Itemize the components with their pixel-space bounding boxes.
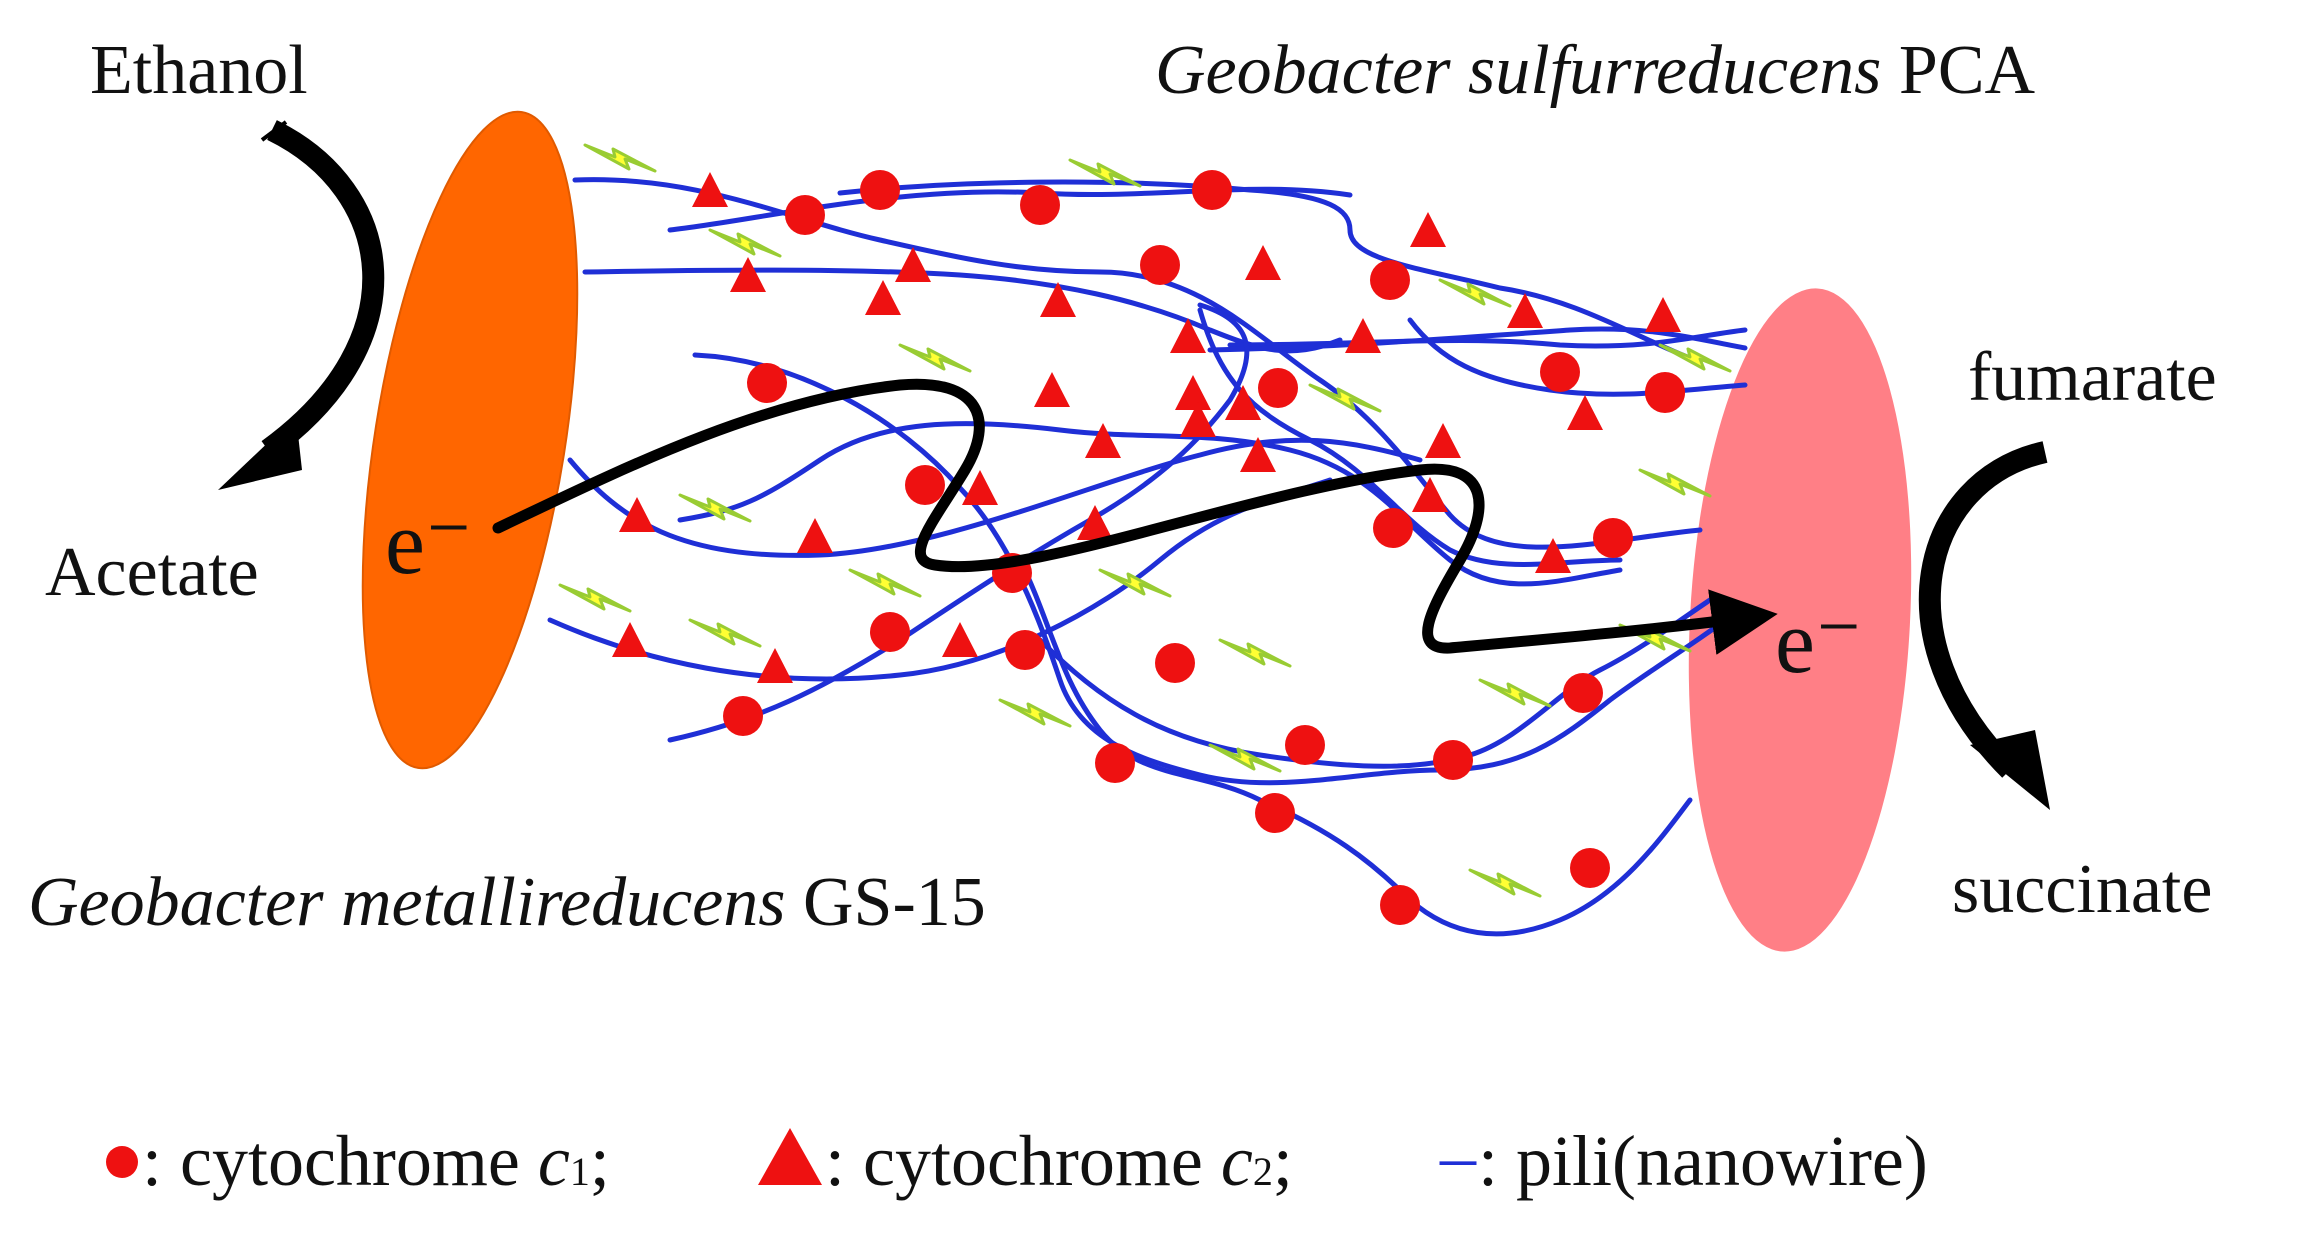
electron-label-donor: e⁻ [385, 494, 472, 593]
cytochrome-c2 [612, 622, 648, 657]
cytochrome-c2 [1245, 245, 1281, 280]
cytochrome-c2 [1345, 318, 1381, 353]
cytochrome-c1 [1570, 848, 1610, 888]
cytochrome-c2 [895, 247, 931, 282]
cytochrome-c2 [1425, 423, 1461, 458]
ethanol-to-acetate-arrow [261, 120, 385, 459]
fumarate-label: fumarate [1968, 339, 2217, 416]
cytochrome-c1 [860, 170, 900, 210]
cytochrome-c1 [1433, 740, 1473, 780]
cytochrome-c1 [1645, 373, 1685, 413]
cytochrome-c1 [1370, 260, 1410, 300]
pilus [692, 352, 1728, 786]
cytochrome-c2 [1412, 477, 1448, 512]
cytochrome-c1 [870, 612, 910, 652]
pilus [667, 302, 1250, 743]
legend: : cytochrome c1; : cytochrome c2; – : pi… [106, 1116, 1928, 1201]
pilus [837, 179, 1703, 365]
pilus [1037, 597, 1713, 769]
cytochrome-c1 [723, 696, 763, 736]
cytochrome-c2 [757, 648, 793, 683]
cytochrome-c1 [1020, 185, 1060, 225]
cytochrome-c2 [1240, 437, 1276, 472]
legend-pili-marker: – [1439, 1116, 1477, 1196]
cytochrome-c1 [1192, 170, 1232, 210]
acceptor-cell [1688, 288, 1912, 952]
pilus [567, 437, 1423, 558]
ethanol-to-acetate-arrowhead [218, 416, 302, 490]
pilus [1407, 317, 1748, 397]
legend-c1-marker [106, 1146, 138, 1178]
electron-label-acceptor: e⁻ [1775, 593, 1862, 692]
cytochrome-c2 [1225, 385, 1261, 420]
cytochrome-c1 [747, 363, 787, 403]
cytochrome-c2 [619, 497, 655, 532]
cytochrome-c1 [1155, 643, 1195, 683]
cytochrome-c1 [1140, 245, 1180, 285]
cytochrome-c2 [1507, 293, 1543, 328]
cytochrome-c1 [1373, 508, 1413, 548]
cytochrome-c2 [1077, 505, 1113, 540]
pilus [1207, 326, 1748, 353]
cytochrome-c2 [962, 470, 998, 505]
cytochrome-c1 [1380, 885, 1420, 925]
pilus [547, 477, 1333, 682]
cytochrome-c2 [730, 257, 766, 292]
cytochrome-c2 [1180, 402, 1216, 437]
cytochrome-c2 [1040, 282, 1076, 317]
legend-pili-text: : pili(nanowire) [1478, 1121, 1928, 1201]
cytochrome-c2 [1034, 372, 1070, 407]
cytochrome-c1 [1540, 352, 1580, 392]
cytochrome-c1 [905, 465, 945, 505]
legend-c1-text: : cytochrome c1; [142, 1121, 610, 1201]
cytochrome-c2 [692, 172, 728, 207]
cytochrome-c1 [1563, 673, 1603, 713]
donor-species-label: Geobacter metallireducens GS-15 [28, 864, 986, 941]
cytochrome-c2 [1085, 423, 1121, 458]
acetate-label: Acetate [45, 534, 259, 611]
electron-transfer-arrow [492, 378, 1778, 655]
cytochrome-c2 [942, 622, 978, 657]
cytochrome-c2 [865, 280, 901, 315]
cytochrome-c2 [1410, 212, 1446, 247]
pili-network [547, 177, 1748, 937]
cytochrome-c1 [1005, 630, 1045, 670]
cytochrome-c1 [1593, 518, 1633, 558]
legend-c2-text: : cytochrome c2; [825, 1121, 1293, 1201]
acceptor-species-label: Geobacter sulfurreducens PCA [1155, 32, 2036, 109]
legend-c2-marker [758, 1128, 822, 1185]
cytochrome-c1 [1095, 743, 1135, 783]
donor-cell [361, 110, 579, 770]
cytochrome-c2 [797, 518, 833, 553]
cytochrome-c2 [1567, 395, 1603, 430]
cytochrome-c1 [1285, 725, 1325, 765]
succinate-label: succinate [1952, 851, 2212, 928]
fumarate-to-succinate-arrow [1918, 441, 2048, 778]
cytochrome-c2-group [612, 172, 1681, 683]
ethanol-label: Ethanol [90, 32, 308, 109]
pilus [1197, 307, 1623, 567]
cytochrome-c1 [785, 195, 825, 235]
cytochrome-c1 [1255, 793, 1295, 833]
cytochrome-c2 [1175, 375, 1211, 410]
cytochrome-c2 [1535, 538, 1571, 573]
cytochrome-c2 [1645, 297, 1681, 332]
cytochrome-c2 [1170, 318, 1206, 353]
fumarate-to-succinate-arrowhead [1970, 730, 2050, 810]
pilus [1017, 557, 1693, 937]
cytochrome-c1 [1258, 368, 1298, 408]
